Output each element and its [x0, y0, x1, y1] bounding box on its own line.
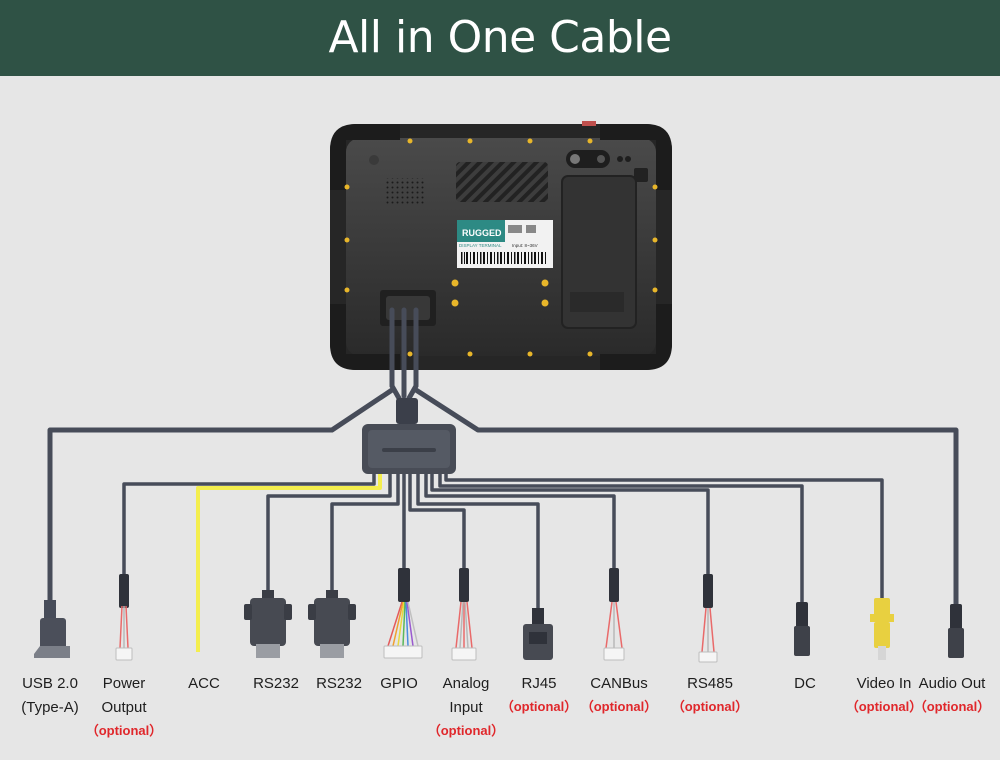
- rs232-connector: [244, 590, 292, 658]
- optional-tag: （optional）: [427, 723, 505, 738]
- vent-grille: [456, 162, 548, 202]
- rs485-connector: [698, 574, 718, 663]
- label-rs485: RS485 （optional）: [662, 672, 758, 718]
- gpio-connector: [383, 568, 423, 659]
- label-rs232: RS232: [291, 672, 387, 696]
- page-title: All in One Cable: [328, 12, 672, 63]
- label-gpio: GPIO: [351, 672, 447, 696]
- connector-name: Audio Out: [918, 675, 986, 692]
- label-acc: ACC: [156, 672, 252, 696]
- optional-tag: （optional）: [913, 699, 991, 714]
- connector-name: CANBus: [590, 675, 648, 692]
- optional-tag: （optional）: [500, 699, 578, 714]
- connector-name-line2: (Type-A): [21, 699, 79, 716]
- connector-name: DC: [794, 675, 816, 692]
- connector-name: RJ45: [521, 675, 557, 692]
- label-brand: RUGGED: [462, 228, 502, 238]
- optional-tag: （optional）: [845, 699, 923, 714]
- connector-name: RS485: [687, 675, 733, 692]
- usb-connector: [34, 600, 70, 658]
- video-in-connector: [870, 598, 894, 660]
- optional-tag: （optional）: [580, 699, 658, 714]
- label-input: Input: 8~36V: [512, 243, 538, 248]
- speaker-grill: [384, 178, 426, 204]
- label-analog-input: Analog Input （optional）: [418, 672, 514, 742]
- label-rs232: RS232: [228, 672, 324, 696]
- label-canbus: CANBus （optional）: [571, 672, 667, 718]
- connector-name: USB 2.0: [22, 675, 78, 692]
- connector-name: Power: [102, 675, 146, 692]
- main-cable-bundle: [389, 307, 419, 403]
- optional-tag: （optional）: [671, 699, 749, 714]
- connector-name: RS232: [253, 675, 299, 692]
- label-dc: DC: [757, 672, 853, 696]
- label-sub: DISPLAY TERMINAL: [459, 243, 502, 248]
- canbus-connector: [603, 568, 625, 661]
- connector-name: Video In: [856, 675, 912, 692]
- battery-cover: [561, 175, 637, 329]
- connector-name: GPIO: [380, 675, 418, 692]
- label-power-output: Power Output （optional）: [76, 672, 172, 742]
- optional-tag: （optional）: [85, 723, 163, 738]
- dc-connector: [794, 602, 810, 656]
- connector-name: ACC: [188, 675, 220, 692]
- label-audio-out: Audio Out （optional）: [904, 672, 1000, 718]
- label-video-in: Video In （optional）: [836, 672, 932, 718]
- connector-name-line2: Input: [449, 699, 483, 716]
- audio-out-connector: [948, 604, 964, 658]
- connector-name: Analog: [442, 675, 490, 692]
- connector-name: RS232: [316, 675, 362, 692]
- connector-name-line2: Output: [101, 699, 147, 716]
- cable-collar: [396, 398, 418, 424]
- tablet-device: RUGGED DISPLAY TERMINAL Input: 8~36V: [330, 121, 672, 370]
- label-rj45: RJ45 （optional）: [491, 672, 587, 718]
- product-label: RUGGED DISPLAY TERMINAL Input: 8~36V: [457, 220, 553, 268]
- acc-wire: [196, 474, 382, 652]
- cable-splitter-hub: [362, 424, 456, 474]
- analog-input-connector: [451, 568, 477, 661]
- title-banner: All in One Cable: [0, 0, 1000, 76]
- rs232-connector: [308, 590, 356, 658]
- rj45-connector: [523, 608, 553, 660]
- power-output-connector: [115, 574, 133, 661]
- label-usb: USB 2.0 (Type-A): [2, 672, 98, 720]
